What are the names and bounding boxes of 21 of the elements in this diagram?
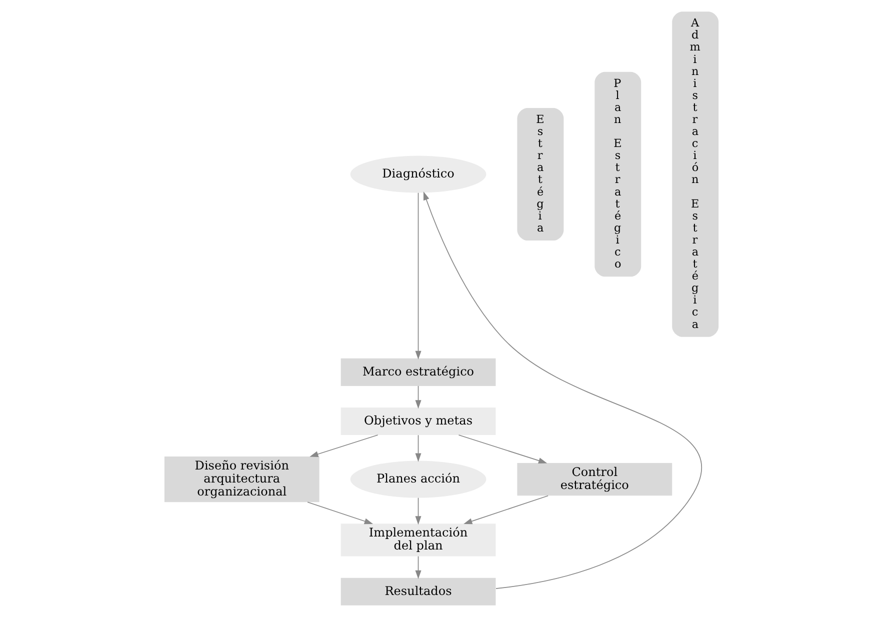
node-box: Marco estratégico	[340, 358, 496, 386]
node-box: Diseño revisión arquitectura organizacional	[164, 456, 319, 502]
node-box: Administración Estratégica	[672, 12, 718, 337]
arrow	[414, 497, 421, 525]
node-box: Plan Estratégico	[594, 72, 641, 277]
arrow	[422, 192, 702, 589]
node-box: Objetivos y metas	[340, 407, 496, 435]
node-box: Control estratégico	[516, 462, 672, 496]
node-box: Resultados	[340, 578, 496, 606]
arrow	[306, 502, 373, 524]
arrow	[414, 386, 421, 409]
node-box: Estratégia	[516, 108, 564, 241]
node-box: Implementación del plan	[340, 524, 496, 556]
arrow	[458, 434, 547, 464]
arrow	[463, 495, 548, 524]
arrow	[414, 556, 421, 580]
node-ellipse: Diagnóstico	[350, 156, 486, 193]
arrow	[414, 434, 421, 462]
arrow	[414, 192, 421, 360]
arrow	[309, 434, 378, 458]
node-ellipse: Planes acción	[350, 460, 486, 498]
